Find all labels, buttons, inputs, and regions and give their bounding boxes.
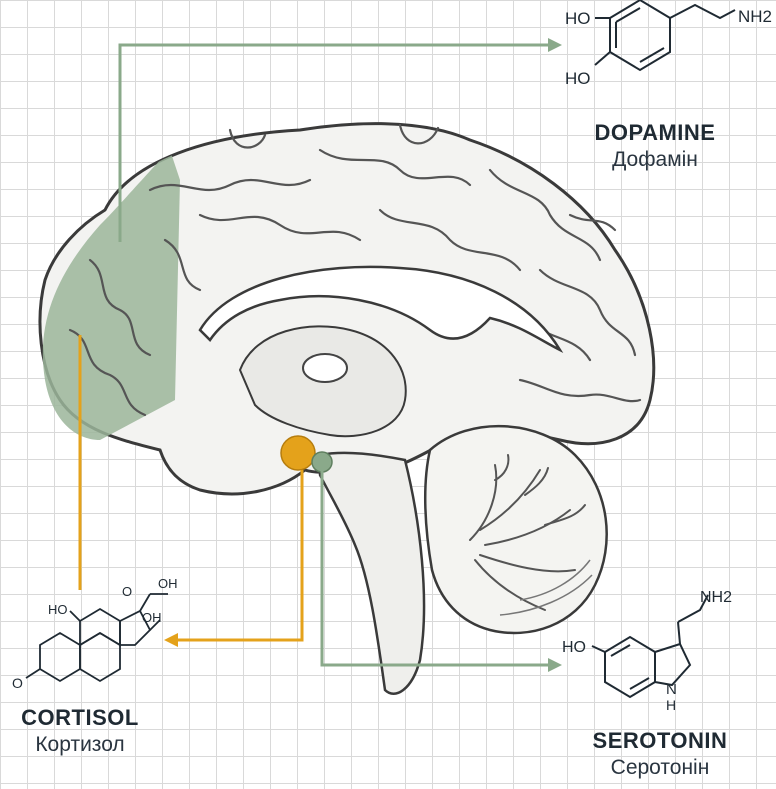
cortisol-label: CORTISOL Кортизол bbox=[10, 705, 150, 757]
cortisol-connector bbox=[164, 470, 302, 647]
cortisol-name-en: CORTISOL bbox=[10, 705, 150, 731]
serotonin-structure: HO NH2 N H bbox=[562, 589, 732, 713]
cortisol-structure: O HO O OH OH bbox=[12, 576, 178, 691]
thalamus bbox=[303, 354, 347, 382]
cerebellum bbox=[425, 426, 606, 633]
dopamine-name-ua: Дофамін bbox=[585, 148, 725, 172]
dopamine-structure: HO HO NH2 bbox=[565, 0, 772, 88]
serotonin-name-ua: Серотонін bbox=[575, 756, 745, 780]
cortisol-ho-left: HO bbox=[48, 602, 68, 617]
cortisol-oh-side: OH bbox=[142, 610, 162, 625]
dopamine-label: DOPAMINE Дофамін bbox=[585, 120, 725, 172]
hypothalamus-node bbox=[281, 436, 315, 470]
brain-illustration bbox=[20, 124, 654, 694]
serotonin-name-en: SEROTONIN bbox=[575, 728, 745, 754]
dopamine-name-en: DOPAMINE bbox=[585, 120, 725, 146]
serotonin-ho: HO bbox=[562, 639, 586, 656]
serotonin-amine: NH2 bbox=[700, 589, 732, 606]
cortisol-o-ketone: O bbox=[122, 584, 132, 599]
cortisol-o-keto: O bbox=[12, 675, 23, 691]
dopamine-amine: NH2 bbox=[738, 7, 772, 26]
raphe-node bbox=[312, 452, 332, 472]
cortisol-oh-top: OH bbox=[158, 576, 178, 591]
brainstem bbox=[320, 453, 424, 694]
cortisol-name-ua: Кортизол bbox=[10, 733, 150, 757]
serotonin-n: N bbox=[666, 681, 677, 698]
dopamine-ho-top: HO bbox=[565, 9, 591, 28]
serotonin-h: H bbox=[666, 697, 676, 713]
dopamine-ho-bottom: HO bbox=[565, 69, 591, 88]
serotonin-label: SEROTONIN Серотонін bbox=[575, 728, 745, 780]
